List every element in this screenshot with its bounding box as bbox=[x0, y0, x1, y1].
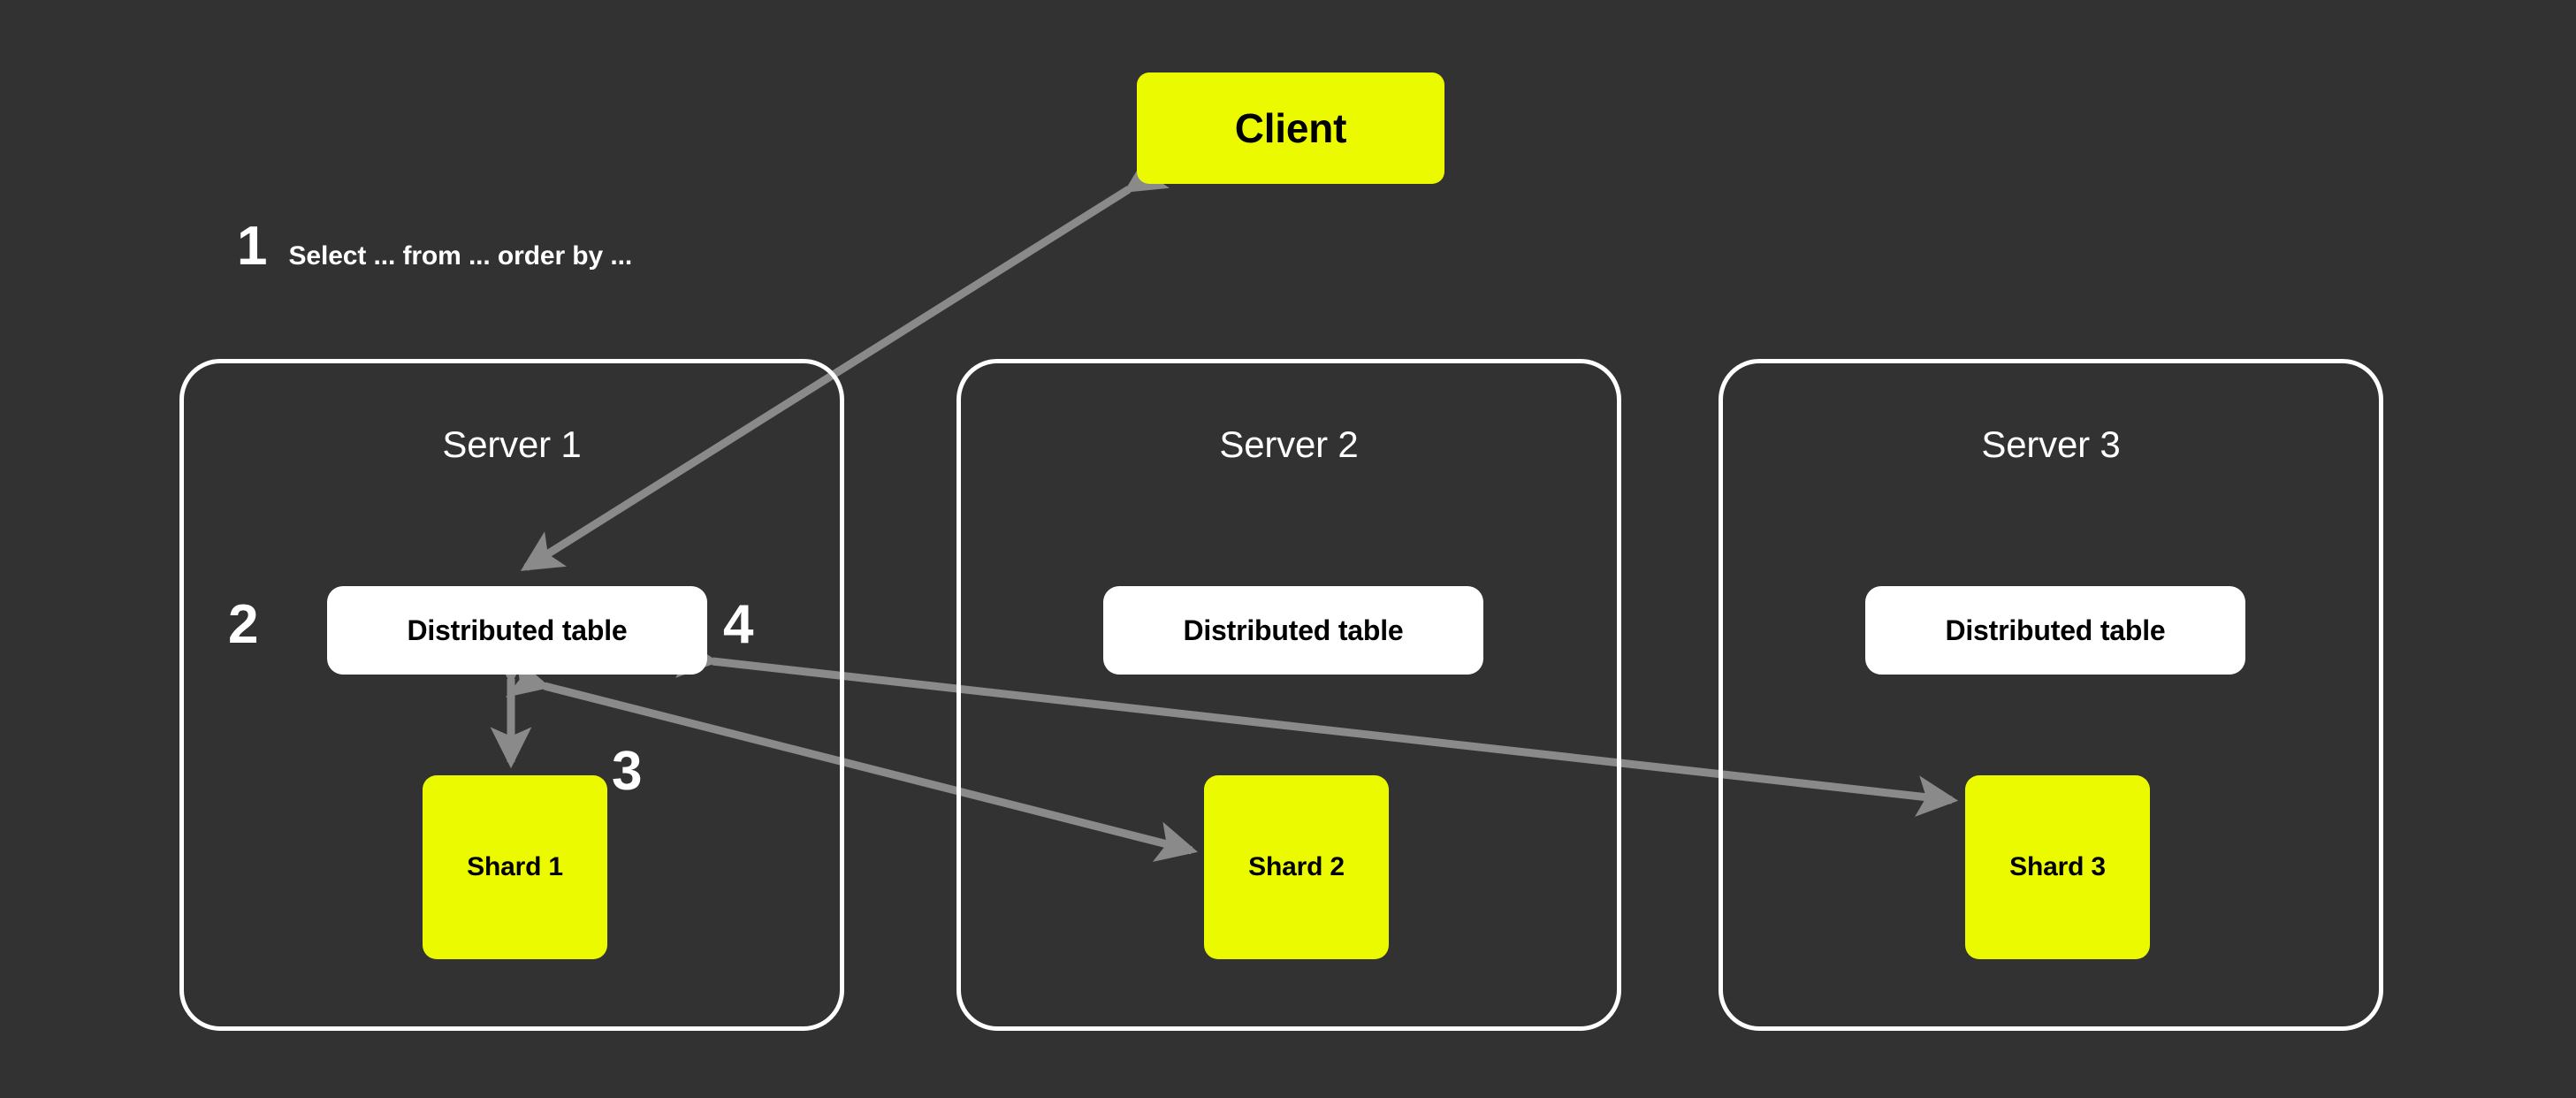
step-3-number: 3 bbox=[612, 741, 643, 802]
server-3-title: Server 3 bbox=[1981, 423, 2121, 465]
distributed-table-3-label: Distributed table bbox=[1945, 614, 2166, 646]
shard-2-node[interactable]: Shard 2 bbox=[1204, 775, 1389, 959]
distributed-table-1[interactable]: Distributed table bbox=[327, 586, 707, 675]
client-node[interactable]: Client bbox=[1137, 72, 1444, 184]
shard-3-node[interactable]: Shard 3 bbox=[1965, 775, 2150, 959]
step-4-number: 4 bbox=[723, 594, 754, 655]
shard-1-node[interactable]: Shard 1 bbox=[423, 775, 607, 959]
server-1-title: Server 1 bbox=[442, 423, 582, 465]
server-2-container: Server 2 Distributed table Shard 2 bbox=[956, 359, 1621, 1031]
distributed-table-2[interactable]: Distributed table bbox=[1103, 586, 1483, 675]
shard-2-label: Shard 2 bbox=[1248, 852, 1345, 881]
client-label: Client bbox=[1234, 105, 1347, 151]
shard-1-label: Shard 1 bbox=[467, 852, 563, 881]
step-1-caption: 1 Select ... from ... order by ... bbox=[237, 219, 632, 274]
step-1-query-text: Select ... from ... order by ... bbox=[288, 241, 633, 271]
distributed-table-2-label: Distributed table bbox=[1183, 614, 1404, 646]
shard-3-label: Shard 3 bbox=[2009, 852, 2106, 881]
server-2-title: Server 2 bbox=[1219, 423, 1359, 465]
step-2-number: 2 bbox=[228, 594, 259, 655]
step-1-number: 1 bbox=[237, 216, 268, 277]
server-3-container: Server 3 Distributed table Shard 3 bbox=[1719, 359, 2383, 1031]
distributed-table-3[interactable]: Distributed table bbox=[1865, 586, 2245, 675]
server-1-container: Server 1 Distributed table Shard 1 bbox=[179, 359, 844, 1031]
distributed-table-1-label: Distributed table bbox=[407, 614, 628, 646]
